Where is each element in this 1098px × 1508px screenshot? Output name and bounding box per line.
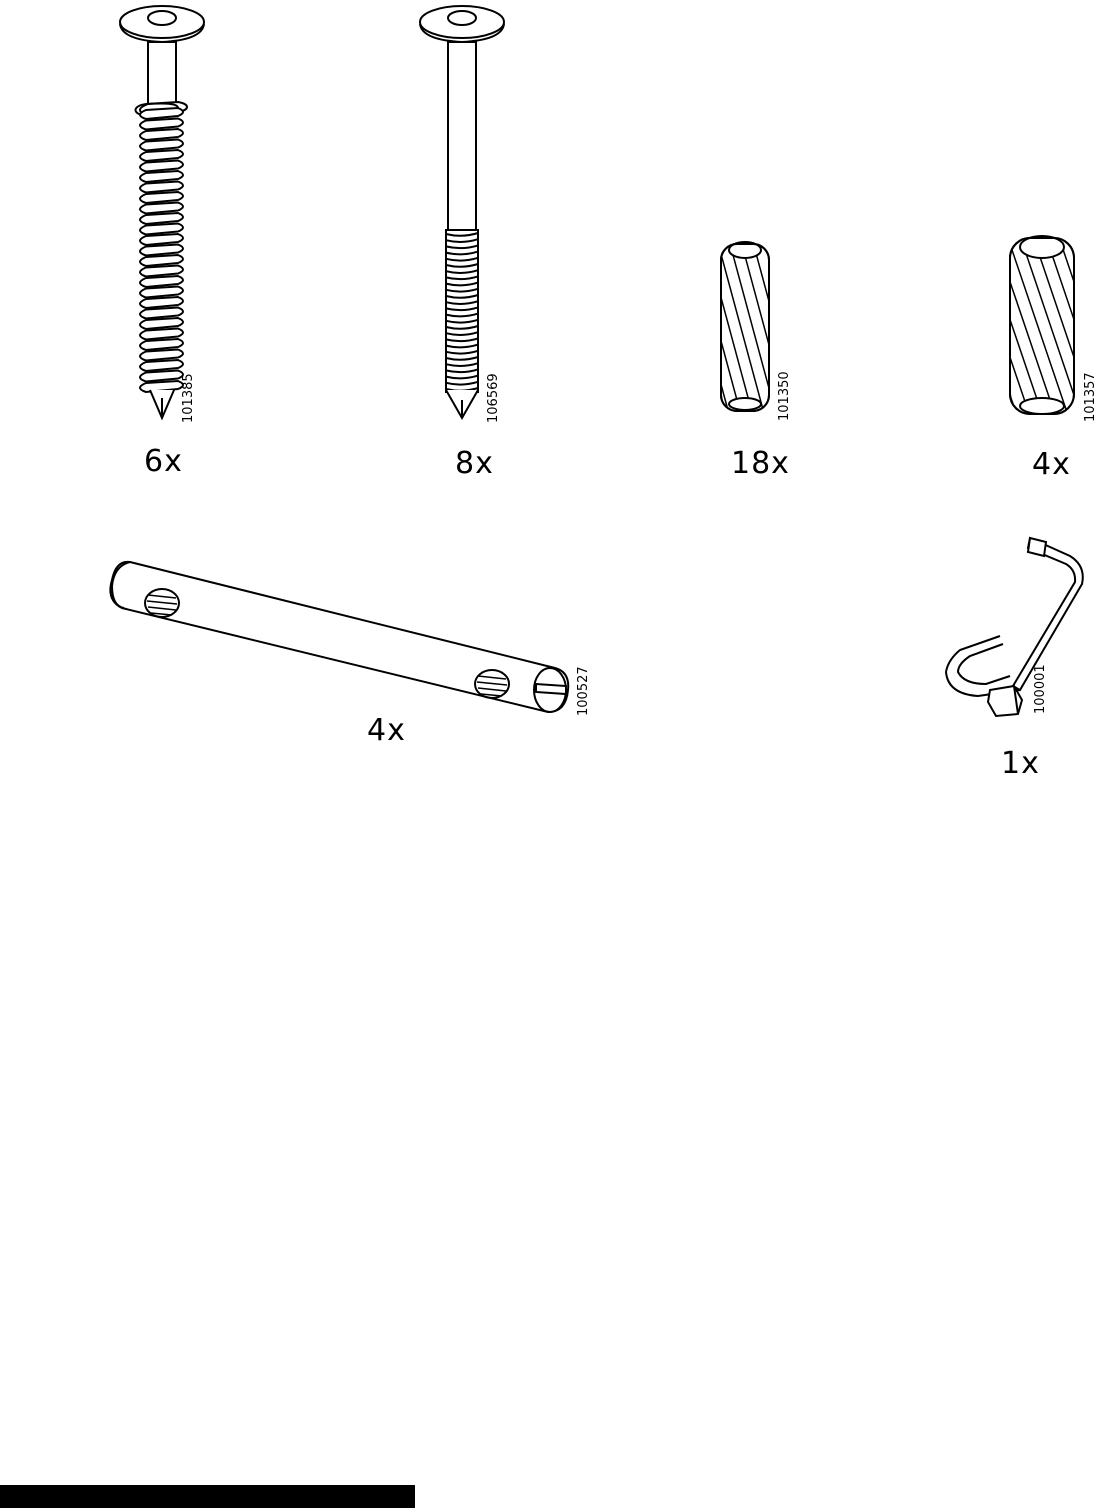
thread-ridge: [445, 300, 479, 305]
groove-line: [1047, 243, 1074, 414]
thread-ridge: [139, 243, 184, 257]
thread-ridge: [445, 294, 479, 299]
groove-line: [1010, 243, 1069, 414]
part-code-100001: 100001: [1033, 664, 1048, 714]
thread-ridge: [139, 106, 184, 121]
groove-line: [1010, 243, 1030, 414]
groove-line: [742, 249, 769, 411]
thread-ridge: [139, 369, 184, 383]
thread-ridge: [139, 295, 184, 310]
thread-ridge: [445, 318, 479, 324]
thread-ridge: [445, 337, 479, 343]
thread-ridge: [445, 331, 479, 336]
allen-key-icon: [944, 536, 1084, 718]
thread-ridge: [445, 325, 479, 330]
thread-ridge: [139, 337, 184, 352]
thread-ridge: [139, 211, 184, 226]
wooden-dowel-large-icon: [946, 235, 1075, 415]
thread-ridge: [139, 180, 184, 194]
thread-ridge: [445, 368, 479, 374]
thread-ridge: [139, 190, 184, 205]
thread-ridge: [139, 264, 184, 278]
wood-screw-icon: [119, 5, 205, 421]
quantity-101385: 6x: [144, 444, 183, 479]
thread-ridge: [445, 256, 479, 262]
thread-ridge: [445, 287, 479, 293]
groove-line: [1010, 243, 1056, 414]
groove-line: [721, 249, 741, 411]
thread-ridge: [139, 222, 184, 236]
thread-ridge: [139, 285, 184, 299]
thread-ridge: [445, 306, 479, 312]
thread-ridge: [139, 117, 184, 131]
thread-ridge: [445, 356, 479, 361]
thread-ridge: [139, 148, 184, 163]
groove-line: [1010, 243, 1043, 414]
quantity-101357: 4x: [1032, 447, 1071, 482]
thread-ridge: [139, 201, 184, 215]
thread-ridge: [445, 343, 479, 349]
groove-line: [1060, 243, 1074, 414]
thread-ridge: [139, 327, 184, 341]
groove-line: [1010, 243, 1018, 414]
thread-ridge: [139, 379, 184, 394]
part-code-106569: 106569: [486, 373, 501, 423]
thread-ridge: [139, 306, 184, 320]
thread-ridge: [445, 380, 479, 386]
wooden-dowel-icon: [673, 241, 770, 412]
thread-ridge: [139, 138, 184, 152]
thread-ridge: [445, 238, 479, 243]
part-code-101357: 101357: [1083, 372, 1098, 422]
thread-ridge: [139, 169, 184, 184]
groove-line: [673, 250, 716, 410]
quantity-100527: 4x: [367, 713, 406, 748]
thread-ridge: [445, 374, 479, 380]
thread-ridge: [445, 244, 479, 250]
thread-ridge: [139, 253, 184, 268]
groove-line: [1034, 243, 1074, 414]
thread-ridge: [445, 275, 479, 281]
groove-line: [730, 249, 769, 411]
thread-ridge: [445, 281, 479, 287]
part-code-100527: 100527: [576, 666, 591, 716]
thread-ridge: [445, 362, 479, 367]
thread-ridge: [445, 250, 479, 256]
groove-line: [721, 249, 753, 411]
thread-ridge: [139, 274, 184, 289]
groove-line: [754, 249, 769, 411]
thread-ridge: [139, 232, 184, 247]
thread-ridge: [139, 316, 184, 331]
thread-ridge: [139, 358, 184, 373]
quantity-101350: 18x: [731, 446, 790, 481]
part-code-101385: 101385: [181, 373, 196, 423]
thread-ridge: [445, 263, 479, 268]
thread-ridge: [139, 159, 184, 173]
footer-bar: [0, 1485, 415, 1508]
part-code-101350: 101350: [777, 371, 792, 421]
thread-ridge: [445, 232, 479, 237]
thread-ridge: [139, 127, 184, 142]
thread-ridge: [445, 269, 479, 274]
groove-line: [946, 244, 1004, 414]
thread-ridge: [445, 312, 479, 318]
groove-line: [721, 249, 764, 411]
thread-ridge: [139, 348, 184, 362]
quantity-100001: 1x: [1001, 746, 1040, 781]
quantity-106569: 8x: [455, 446, 494, 481]
cross-dowel-bar-icon: [109, 560, 570, 714]
thread-ridge: [445, 349, 479, 355]
machine-screw-icon: [419, 5, 505, 421]
groove-line: [1022, 243, 1074, 414]
